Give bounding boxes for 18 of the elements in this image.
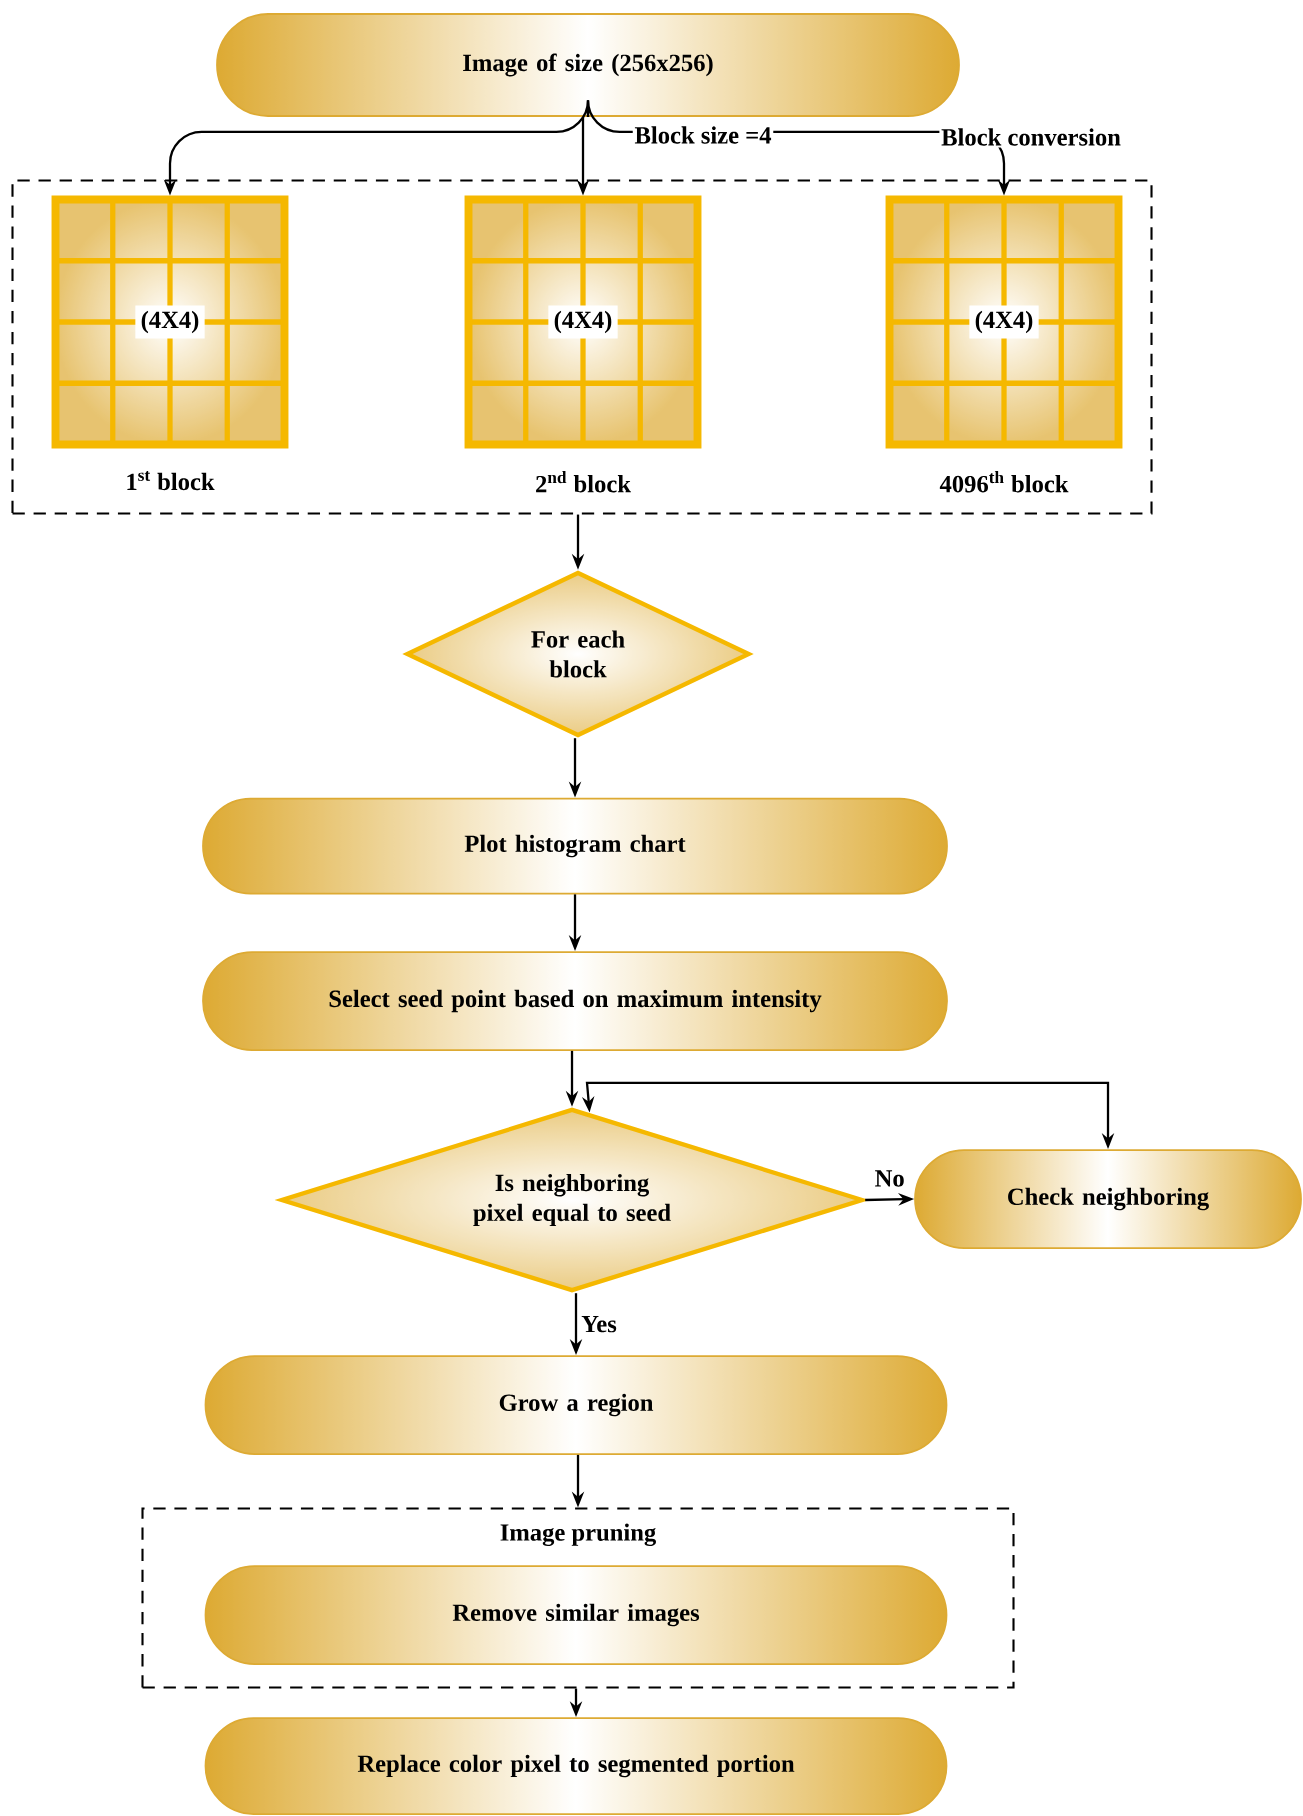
block-caption: 4096$^{th}$ block [939,471,1069,493]
rounded-process-box: Grow a region [204,1355,948,1455]
annotation-text: Block conversion [939,126,1123,148]
block-caption: 2$^{nd}$ block [536,471,631,493]
rounded-process-box: Select seed point based on maximum intensity [202,951,948,1051]
grid-block: (4X4) [464,195,702,449]
edge-label: No [872,1168,907,1189]
rounded-process-box: Replace color pixel to segmented portion [204,1717,948,1815]
edge-label: Yes [579,1314,619,1335]
block-caption: 1$^{st}$ block [127,471,215,491]
rounded-process-box: Image of size (256x256) [216,13,960,117]
grid-block: (4X4) [51,195,289,449]
rounded-process-box: Remove similar images [204,1565,948,1665]
dashed-group-box [11,179,1153,515]
rounded-process-box: Plot histogram chart [202,797,948,895]
annotation-text: Block size =4 [632,124,774,146]
grid-block: (4X4) [885,195,1123,449]
rounded-process-box: Check neighboring [914,1149,1302,1249]
